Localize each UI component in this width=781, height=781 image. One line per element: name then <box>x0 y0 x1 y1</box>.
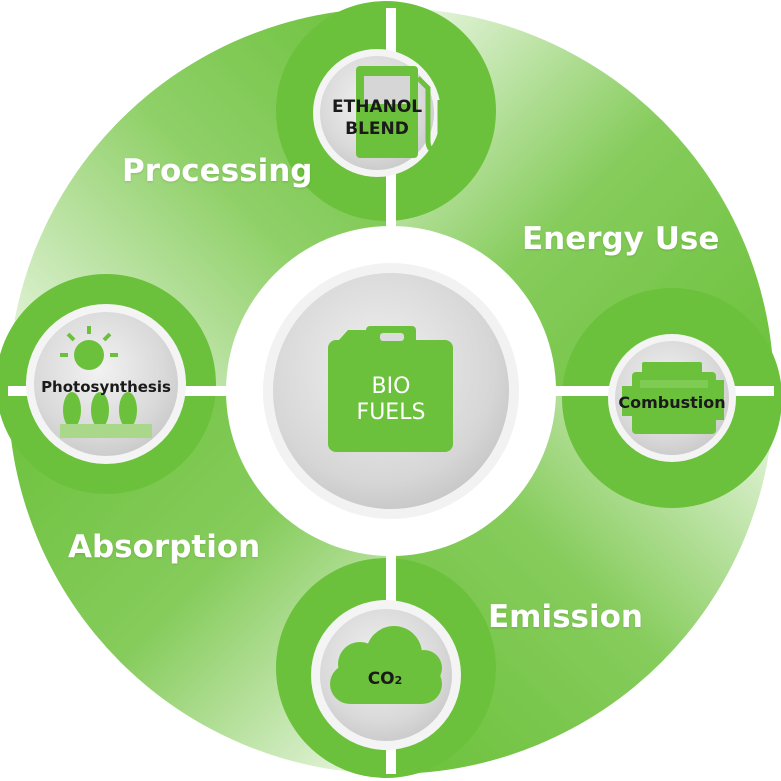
node-label-co2: CO2 <box>355 669 415 689</box>
node-label-ethanol-line2: BLEND <box>345 119 409 139</box>
node-label-co2-sub: 2 <box>394 674 403 687</box>
cloud-icon <box>330 626 442 704</box>
node-label-photosynthesis: Photosynthesis <box>41 378 171 396</box>
sun-wheat-icon <box>60 326 152 438</box>
stage-label-processing: Processing <box>122 153 313 189</box>
node-label-ethanol-line1: ETHANOL <box>332 97 423 117</box>
center-title-line1: BIO <box>371 374 411 399</box>
node-label-ethanol: ETHANOL BLEND <box>332 96 422 140</box>
center-title: BIO FUELS <box>331 374 451 426</box>
stage-label-energy-use: Energy Use <box>522 221 720 257</box>
node-label-co2-main: CO <box>367 669 395 689</box>
engine-icon <box>622 362 724 434</box>
fuel-pump-icon <box>356 66 443 158</box>
jerry-can-icon <box>328 326 453 452</box>
stage-label-emission: Emission <box>488 599 643 635</box>
center-title-line2: FUELS <box>356 400 426 425</box>
stage-label-absorption: Absorption <box>68 529 261 565</box>
node-label-combustion: Combustion <box>618 393 726 412</box>
